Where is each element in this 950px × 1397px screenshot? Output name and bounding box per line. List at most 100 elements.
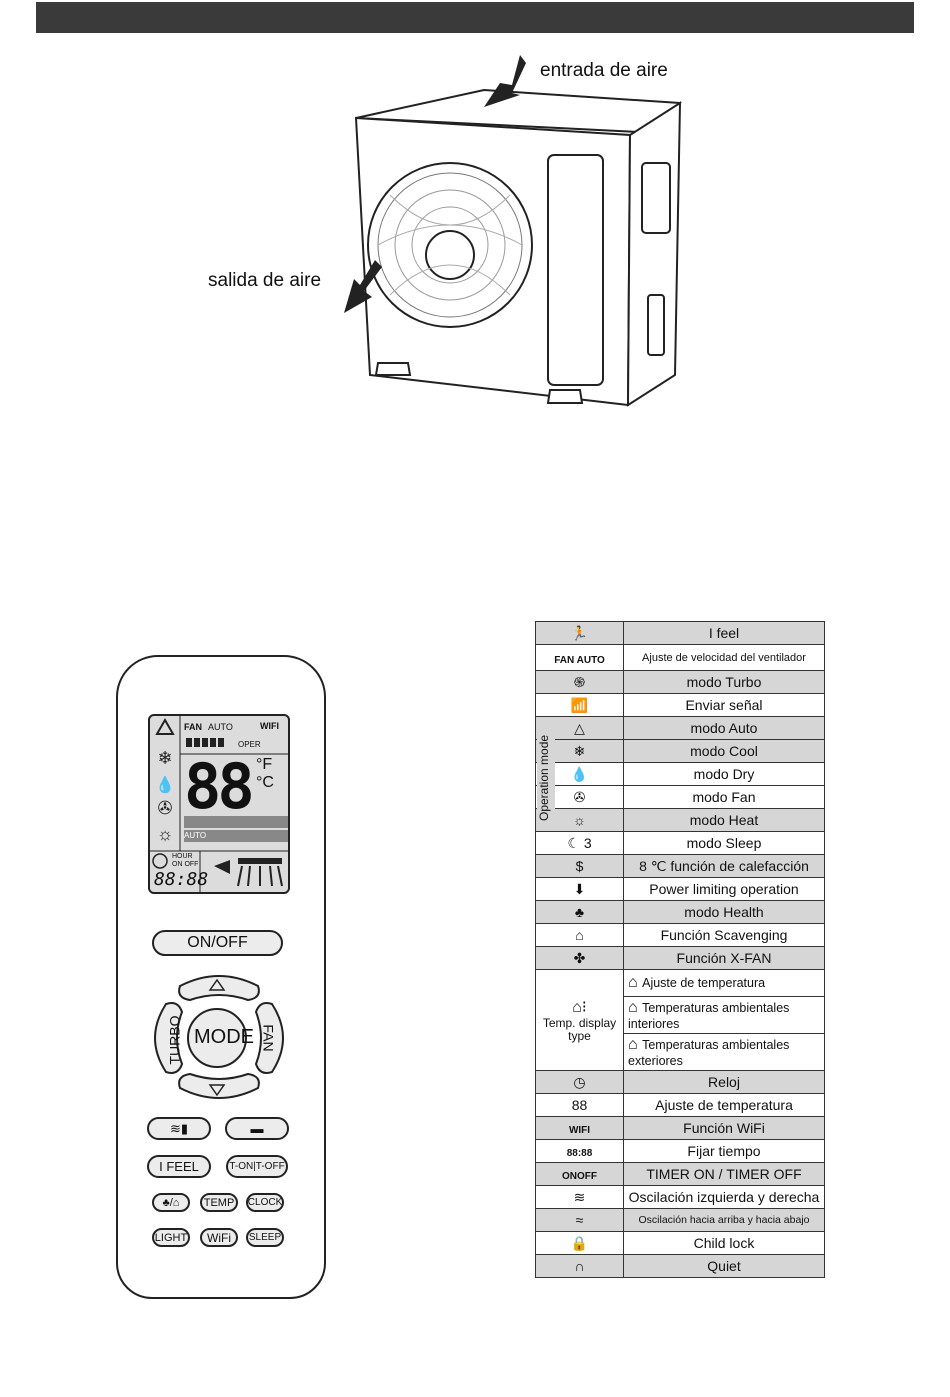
clock-button[interactable]: CLOCK [246,1193,284,1212]
legend-text: Función X-FAN [623,946,825,970]
cool-mode-icon: ❄ [573,743,586,759]
fan-mode-icon: ✇ [573,789,586,805]
legend-row: ∩ Quiet [535,1254,825,1278]
legend-row: △modo Auto [535,716,825,740]
temp-display-type-label: Temp. display type [542,1015,617,1043]
swing-ud-icon: ≈ [575,1212,584,1228]
temp-display-type-cell: ⌂⁝Temp. display type [535,969,624,1071]
legend-icon-cell: FAN AUTO [535,644,624,671]
turbo-icon: ֍ [573,674,586,690]
lcd-clock-digits: 88:88 [154,869,209,890]
house-icon: ⌂ [628,974,643,991]
swing-ud-button[interactable]: ≋▮ [147,1117,211,1140]
legend-icon-cell: ֍ [535,670,624,694]
dry-mode-icon: 💧 [155,775,175,794]
turbo-button-label[interactable]: TURBO [166,1015,183,1065]
legend-row: ☾ 3 modo Sleep [535,831,825,855]
legend-row: ⌂ Temperaturas ambientales exteriores [536,1033,825,1071]
timer-button[interactable]: T-ON|T-OFF [226,1155,288,1178]
swing-ud-icon: ≋▮ [169,1120,189,1136]
fan-button-label[interactable]: FAN [260,1024,277,1052]
legend-text: Quiet [623,1254,825,1278]
legend-text: modo Turbo [623,670,825,694]
legend-row: 🔒 Child lock [535,1231,825,1255]
light-button[interactable]: LIGHT [152,1228,190,1247]
remote-dpad [154,975,284,1099]
time-digits-icon: 88:88 [566,1148,593,1159]
up-button [178,975,260,1002]
legend-text: Enviar señal [623,693,825,717]
fan-mode-icon: ✇ [157,798,172,818]
legend-row: ONOFF TIMER ON / TIMER OFF [535,1162,825,1186]
lcd-graphics: ❄ 💧 ✇ ☼ [150,716,288,892]
legend-row: ✤Función X-FAN [535,946,825,970]
temp-button[interactable]: TEMP [200,1193,238,1212]
legend-row: ⬇ Power limiting operation [535,877,825,901]
outdoor-unit-illustration [344,55,682,407]
legend-row: $8 ℃ función de calefacción [535,854,825,878]
legend-text: modo Dry [623,762,825,786]
heat-mode-icon: ☼ [573,812,586,828]
legend-row: ❄modo Cool [535,739,825,763]
legend-text: Temperaturas ambientales exteriores [628,1038,790,1068]
clock-icon: ◷ [573,1074,586,1090]
lcd-auto-small: AUTO [184,831,207,840]
legend-icon-cell: 88 [535,1093,624,1117]
lcd-fahrenheit: °F [256,756,273,773]
legend-text: Child lock [623,1231,825,1255]
house-temp-icon: ⌂⁝ [572,998,587,1016]
legend-text: Ajuste de velocidad del ventilador [623,644,825,671]
sleep-mode-icon: ☾ 3 [567,835,592,851]
legend-text: Oscilación izquierda y derecha [623,1185,825,1209]
legend-row: ֍ modo Turbo [535,670,825,694]
legend-icon-cell: 🏃 [535,621,624,645]
legend-row: ⌂⁝Temp. display type⌂ Ajuste de temperat… [535,969,825,1071]
up-arrow-icon [208,978,226,991]
lcd-celsius: °C [256,774,274,791]
health-scavenging-button[interactable]: ♣/⌂ [152,1193,190,1212]
house-indoor-icon: ⌂ [628,999,643,1016]
legend-icon-cell: ≋ [535,1185,624,1209]
wifi-button[interactable]: WiFi [200,1228,238,1247]
onoff-icon: ONOFF [562,1171,597,1182]
sleep-button[interactable]: SLEEP [246,1228,284,1247]
legend-text: Power limiting operation [623,877,825,901]
power-limit-icon: ⬇ [573,881,586,897]
legend-icon-cell: ONOFF [535,1162,624,1186]
legend-icon-cell: ♣ [535,900,624,924]
legend-icon-cell: ≈ [535,1208,624,1232]
legend-text: 8 ℃ función de calefacción [623,854,825,878]
legend-text: TIMER ON / TIMER OFF [623,1162,825,1186]
legend-text: Ajuste de temperatura [623,1093,825,1117]
quiet-icon: ∩ [574,1258,585,1274]
operation-mode-label: Operation mode [537,726,555,830]
legend-icon-cell: WIFI [535,1116,624,1140]
legend-text: I feel [623,621,825,645]
on-off-button[interactable]: ON/OFF [152,930,283,956]
fan-speed-icon: FAN AUTO [554,654,605,666]
child-lock-icon: 🔒 [570,1235,589,1251]
remote-lcd: ❄ 💧 ✇ ☼ FAN AUTO WIFI OPER 88 °F °C AUTO… [148,714,290,894]
i-feel-button[interactable]: I FEEL [147,1155,211,1178]
legend-row: ✇ modo Fan [535,785,825,809]
down-arrow-icon [208,1084,226,1097]
legend-row: ☼modo Heat [535,808,825,832]
lcd-temp-digits: 88 [184,750,255,823]
legend-text: Ajuste de temperatura [642,976,766,990]
swing-lr-button[interactable]: ▬ [225,1117,289,1140]
legend-icon-cell: 🔒 [535,1231,624,1255]
clock-icon [152,853,168,869]
mode-button [187,1008,247,1068]
house-outdoor-icon: ⌂ [628,1036,643,1053]
legend-text: modo Sleep [623,831,825,855]
temp-digits-icon: 88 [571,1097,588,1113]
legend-icon-cell: ⌂ [535,923,624,947]
mode-button-label[interactable]: MODE [194,1026,254,1048]
swing-lr-icon: ▬ [250,1121,264,1136]
legend-text: modo Fan [623,785,825,809]
legend-row: 🏃I feel [535,621,825,645]
legend-text: modo Auto [623,716,825,740]
legend-row: ♣modo Health [535,900,825,924]
